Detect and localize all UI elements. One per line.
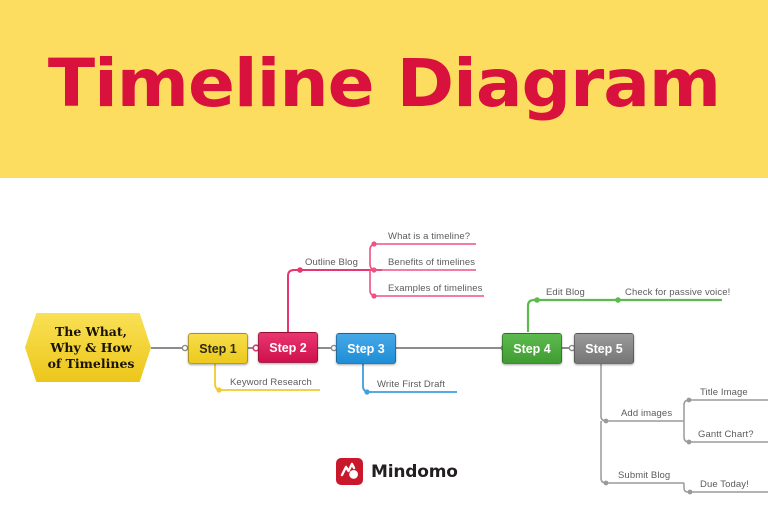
central-node-label: The What, Why & How of Timelines (42, 324, 135, 372)
central-node-line-3: of Timelines (47, 355, 135, 371)
branch-label-keyword-research[interactable]: Keyword Research (230, 377, 312, 388)
branch-label-gantt-chart[interactable]: Gantt Chart? (698, 429, 754, 440)
node-step-4[interactable]: Step 4 (502, 333, 562, 364)
central-node-line-2: Why & How (50, 339, 132, 355)
branch-label-examples-of-timelines[interactable]: Examples of timelines (388, 283, 483, 294)
mindomo-logo[interactable]: Mindomo (336, 458, 458, 485)
branch-label-outline-blog[interactable]: Outline Blog (305, 257, 358, 268)
central-node[interactable]: The What, Why & How of Timelines (25, 313, 151, 382)
mindomo-wordmark: Mindomo (371, 461, 458, 482)
branch-label-check-for-passive-voice[interactable]: Check for passive voice! (625, 287, 731, 298)
node-step-2[interactable]: Step 2 (258, 332, 318, 363)
page-title: Timeline Diagram (47, 45, 721, 122)
branch-label-edit-blog[interactable]: Edit Blog (546, 287, 585, 298)
diagram-canvas: The What, Why & How of Timelines Step 1 … (0, 178, 768, 514)
branch-label-title-image[interactable]: Title Image (700, 387, 748, 398)
header-banner: Timeline Diagram (0, 0, 768, 178)
branch-label-what-is-a-timeline[interactable]: What is a timeline? (388, 231, 471, 242)
branch-label-write-first-draft[interactable]: Write First Draft (377, 379, 446, 390)
node-step-1[interactable]: Step 1 (188, 333, 248, 364)
branch-label-benefits-of-timelines[interactable]: Benefits of timelines (388, 257, 476, 268)
node-step-5[interactable]: Step 5 (574, 333, 634, 364)
node-step-3[interactable]: Step 3 (336, 333, 396, 364)
central-node-line-1: The What, (54, 323, 128, 339)
branch-label-due-today[interactable]: Due Today! (700, 479, 749, 490)
branch-label-submit-blog[interactable]: Submit Blog (618, 470, 671, 481)
branch-label-add-images[interactable]: Add images (621, 408, 673, 419)
mindomo-mark-icon (336, 458, 363, 485)
